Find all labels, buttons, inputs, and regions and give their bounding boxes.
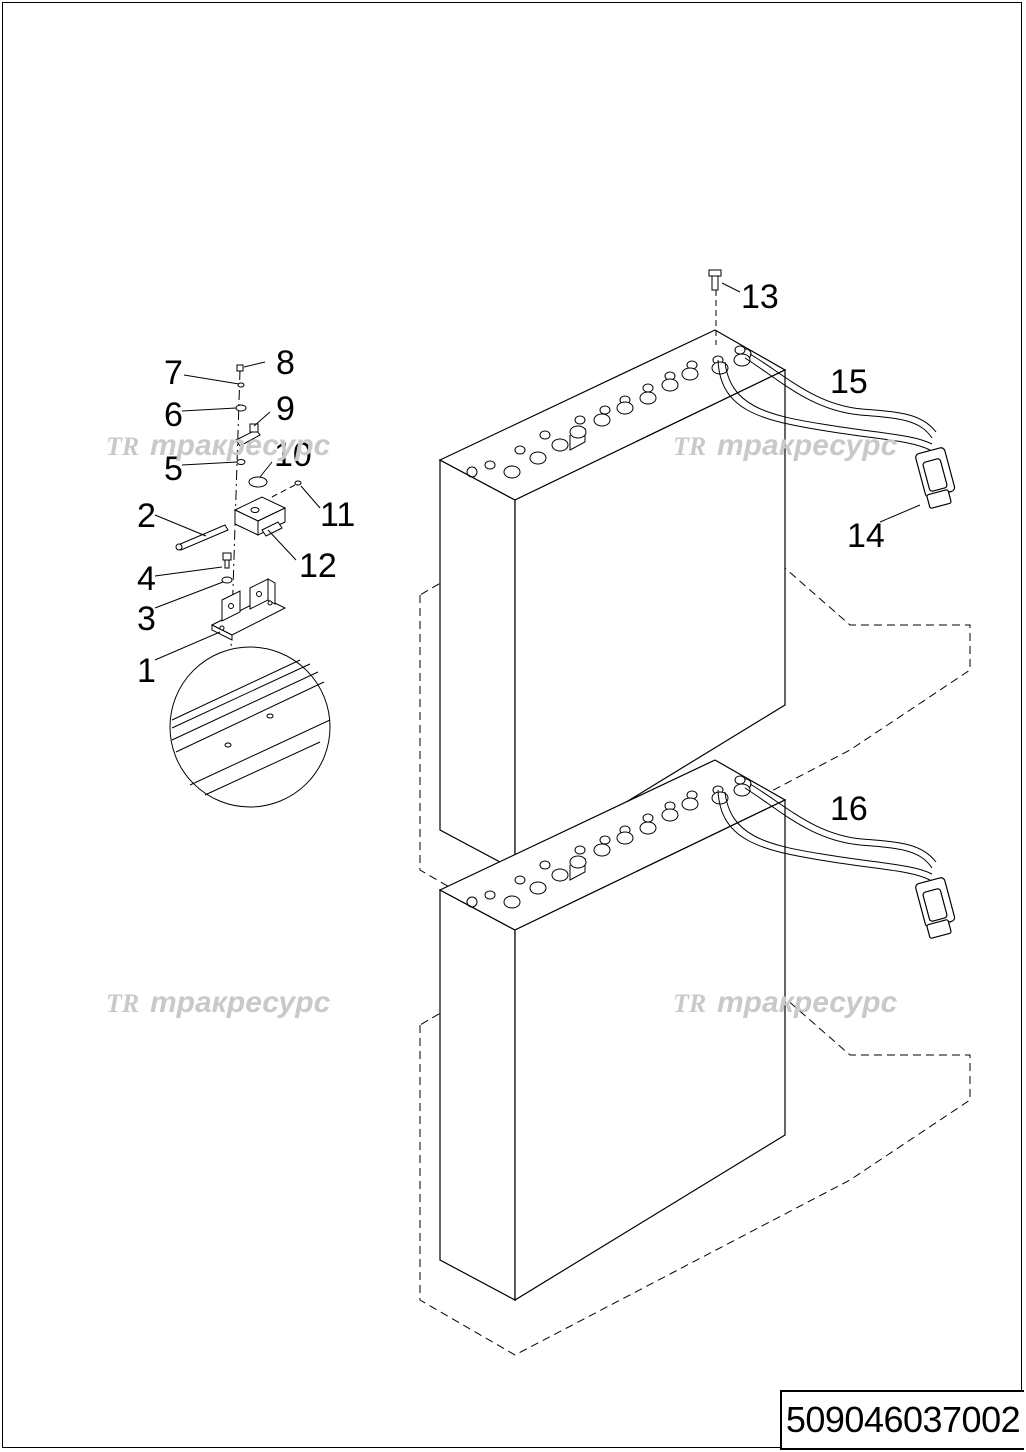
leader-lines [154, 282, 921, 661]
callout-14: 14 [847, 517, 885, 555]
callout-16: 16 [830, 790, 868, 828]
detail-view-circle [169, 646, 331, 808]
callout-1: 1 [137, 652, 156, 690]
watermark-logo: TR [106, 989, 139, 1018]
document-number: 509046037002 [780, 1390, 1024, 1450]
callout-6: 6 [164, 396, 183, 434]
watermark-text: тракресурс [717, 986, 898, 1019]
bolt-13 [708, 269, 722, 291]
watermarks: TR тракресурс TR тракресурс TR тракресур… [106, 429, 898, 1019]
callout-8: 8 [276, 344, 295, 382]
watermark-text: тракресурс [717, 429, 898, 462]
callout-7: 7 [164, 354, 183, 392]
callout-2: 2 [137, 497, 156, 535]
callout-3: 3 [137, 600, 156, 638]
watermark-text: тракресурс [150, 986, 331, 1019]
callout-15: 15 [830, 363, 868, 401]
callout-4: 4 [137, 560, 156, 598]
callout-11: 11 [320, 496, 355, 534]
watermark-logo: TR [106, 432, 139, 461]
callouts: 1 2 3 4 5 6 7 8 9 10 11 12 13 14 15 16 [137, 278, 885, 828]
callout-9: 9 [276, 390, 295, 428]
callout-12: 12 [299, 547, 337, 585]
callout-10: 10 [274, 436, 312, 474]
callout-5: 5 [164, 450, 183, 488]
watermark-text: тракресурс [150, 429, 331, 462]
mounting-hardware [169, 364, 331, 808]
callout-13: 13 [741, 278, 779, 316]
watermark-logo: TR [673, 989, 706, 1018]
watermark-logo: TR [673, 432, 706, 461]
